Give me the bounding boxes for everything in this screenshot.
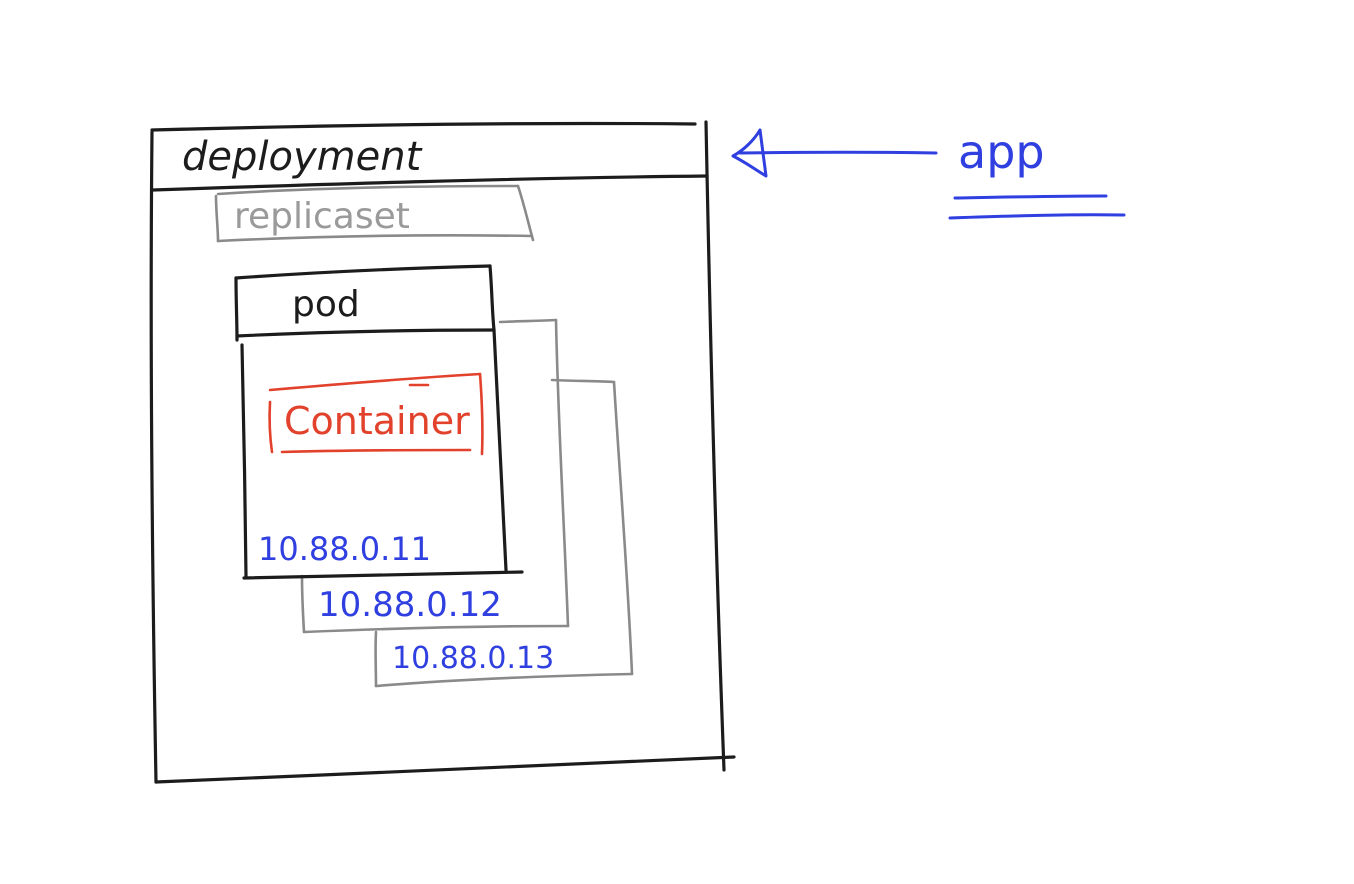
app-label: app <box>958 125 1045 179</box>
replicaset-label: replicaset <box>234 196 410 237</box>
pod-ip-2: 10.88.0.12 <box>318 585 502 625</box>
pod-box <box>234 264 524 580</box>
pod-replica-2-box <box>300 318 570 634</box>
app-double-underline <box>948 194 1126 220</box>
pod-replica-3-box <box>374 378 634 688</box>
pod-label: pod <box>292 284 360 325</box>
container-label: Container <box>284 399 470 443</box>
deployment-box <box>149 120 736 784</box>
pod-ip-3: 10.88.0.13 <box>392 641 554 676</box>
container-box <box>268 372 484 456</box>
deployment-label: deployment <box>182 134 423 180</box>
pod-ip-1: 10.88.0.11 <box>258 530 431 568</box>
replicaset-box <box>214 184 535 243</box>
arrow-icon <box>731 128 938 178</box>
